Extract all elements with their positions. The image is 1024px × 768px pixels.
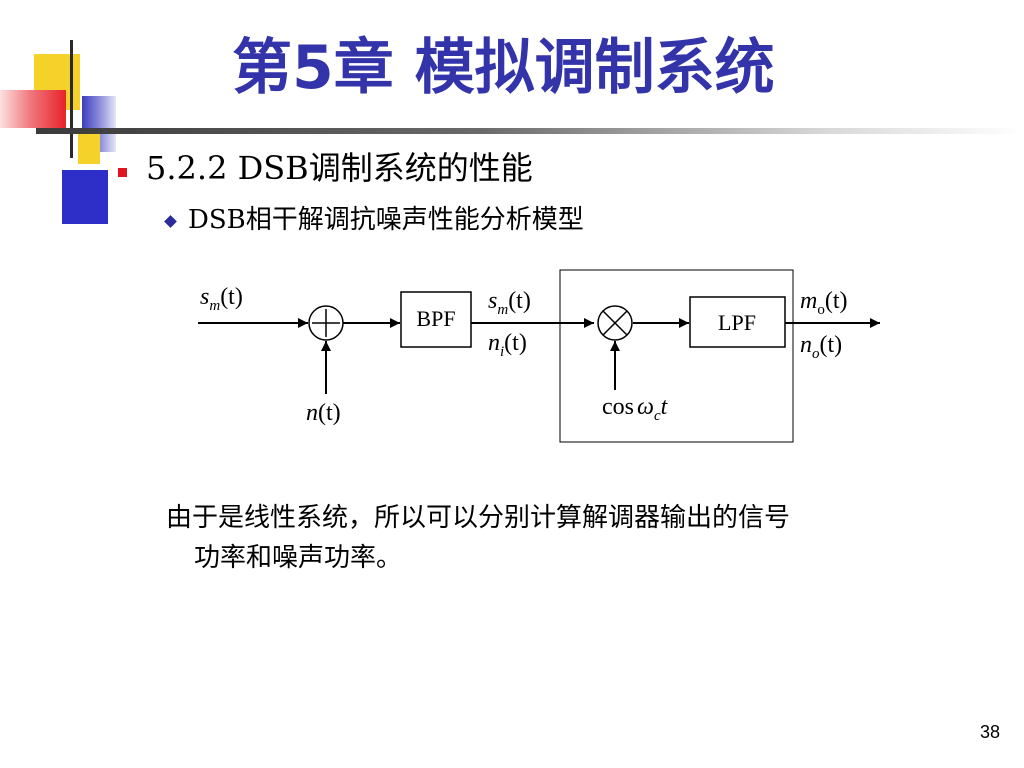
bpf-label: BPF [416, 306, 455, 331]
page-number: 38 [979, 722, 1000, 742]
body-paragraph: 由于是线性系统，所以可以分别计算解调器输出的信号 功率和噪声功率。 [166, 498, 996, 578]
body-line-2: 功率和噪声功率。 [194, 543, 403, 573]
lpf-block [689, 296, 786, 348]
output-signal-label: mo(t) [800, 288, 848, 318]
body-line-1: 由于是线性系统，所以可以分别计算解调器输出的信号 [166, 503, 791, 533]
slide-title: 第5章 模拟调制系统 [232, 33, 775, 103]
demodulator-frame [559, 269, 794, 443]
diamond-bullet-icon [164, 215, 177, 228]
title-rule [36, 128, 1024, 134]
noise-label: n(t) [306, 400, 341, 426]
deco-red-bar [0, 90, 66, 128]
square-bullet-icon [118, 168, 127, 177]
output-noise-label: no(t) [800, 332, 842, 362]
deco-blue-square-large [62, 170, 108, 224]
section-subheading: DSB相干解调抗噪声性能分析模型 [188, 205, 584, 235]
deco-vertical-line [70, 40, 73, 158]
bpf-output-noise-label: ni(t) [488, 330, 527, 360]
deco-yellow-strip [78, 134, 100, 164]
section-heading: 5.2.2 DSB调制系统的性能 [146, 149, 533, 187]
input-signal-label: sm(t) [200, 284, 243, 314]
bpf-block [400, 291, 472, 348]
lpf-label: LPF [718, 310, 756, 335]
bpf-output-signal-label: sm(t) [488, 288, 531, 318]
